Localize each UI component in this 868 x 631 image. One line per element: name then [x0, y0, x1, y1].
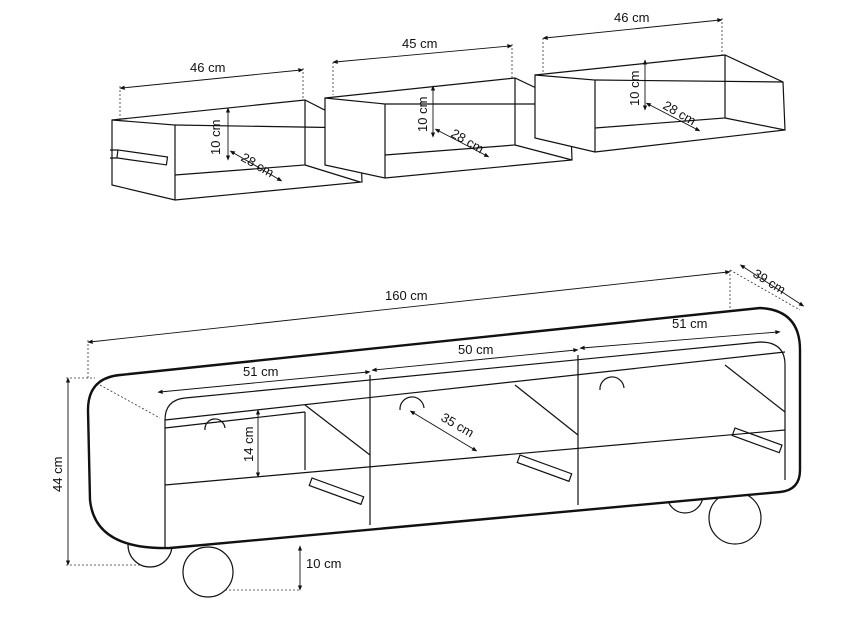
drawer-right-height: 10 cm [627, 71, 642, 106]
drawer-left-width: 46 cm [190, 60, 225, 75]
drawer-middle-height: 10 cm [415, 97, 430, 132]
drawer-left-height: 10 cm [208, 120, 223, 155]
tv-cabinet: 160 cm 39 cm 44 cm 10 cm 51 cm 50 cm 51 … [50, 264, 805, 598]
shelf-height: 14 cm [241, 427, 256, 462]
drawer-middle-width: 45 cm [402, 36, 437, 51]
compartment-left-width: 51 cm [243, 364, 278, 379]
compartment-middle-width: 50 cm [458, 342, 493, 357]
drawer-middle: 45 cm 10 cm 28 cm [324, 36, 573, 179]
drawer-right: 46 cm 10 cm 28 cm [534, 10, 786, 153]
compartment-right-width: 51 cm [672, 316, 707, 331]
cabinet-total-width: 160 cm [385, 288, 428, 303]
cabinet-leg-height: 10 cm [306, 556, 341, 571]
drawer-right-width: 46 cm [614, 10, 649, 25]
drawer-left: 46 cm 10 cm 28 cm [110, 60, 363, 201]
cabinet-height: 44 cm [50, 457, 65, 492]
